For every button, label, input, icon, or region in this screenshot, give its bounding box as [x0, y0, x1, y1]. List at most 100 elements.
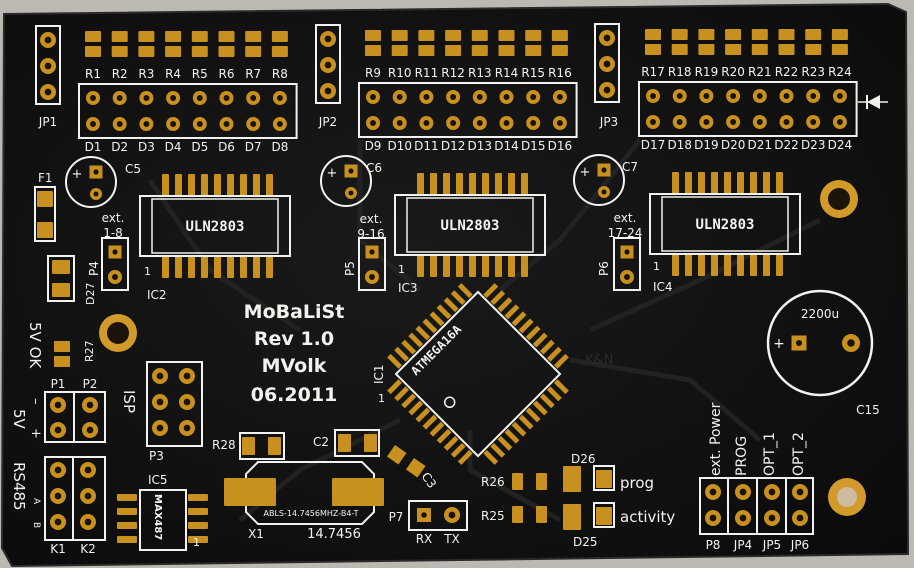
resistor-pad — [111, 46, 128, 57]
chip-pin — [253, 256, 260, 278]
cap-pad — [842, 334, 860, 352]
mcu-pin — [436, 304, 452, 320]
mcu-pin — [539, 393, 555, 409]
label-ic2-pin1: 1 — [144, 265, 151, 278]
mcu-pin — [546, 346, 562, 362]
chip-pin — [175, 174, 182, 196]
mcu-pin — [394, 346, 410, 362]
resistor-pad — [725, 29, 742, 40]
led-label: D3 — [138, 140, 155, 154]
mcu-pin — [457, 450, 473, 465]
cap-plus-mark: + — [327, 166, 338, 181]
resistor-r17: R17 — [641, 29, 665, 79]
resistor-r14: R14 — [495, 30, 519, 80]
label-p2: P2 — [83, 377, 98, 391]
resistor-pad — [271, 46, 288, 57]
mcu-pin — [422, 318, 438, 334]
label-ic2: IC2 — [147, 288, 167, 302]
label-ic3: IC3 — [398, 281, 418, 295]
header-outline — [101, 237, 129, 291]
resistor-r18: R18 — [668, 29, 692, 79]
resistor-pad — [111, 31, 128, 42]
chip-pin — [711, 254, 718, 276]
rs485-chip — [117, 489, 208, 551]
label-a: A — [31, 498, 41, 505]
led-pad — [779, 115, 794, 129]
label-ext-3: ext. — [614, 211, 637, 225]
resistor-pad — [471, 45, 488, 56]
led-label: D15 — [521, 139, 546, 153]
resistor-r5: R5 — [191, 31, 208, 81]
chip-pin — [201, 174, 208, 196]
led-pad — [419, 90, 434, 104]
mcu-pin — [525, 325, 541, 341]
mcu-pin — [450, 442, 466, 458]
led-pad — [52, 260, 70, 274]
label-ext-power: ext. Power — [708, 402, 724, 476]
cap-pad — [345, 187, 357, 199]
label-ic3-pin1: 1 — [398, 263, 405, 276]
resistor-label: R21 — [748, 65, 772, 79]
jumper-pin — [40, 32, 56, 48]
led-pad — [672, 89, 687, 103]
mcu-pin — [539, 339, 555, 355]
led-pad — [246, 91, 261, 105]
chip-pin — [737, 172, 744, 194]
chip-pin — [175, 256, 182, 278]
resistor-label: R7 — [245, 67, 261, 81]
header-pin — [444, 507, 460, 523]
jumper-pin — [320, 57, 336, 73]
led-pad — [219, 91, 234, 105]
resistor-r28 — [239, 432, 285, 460]
led-pad — [166, 91, 181, 105]
chip-pin — [117, 536, 137, 543]
resistor-pad — [671, 29, 688, 40]
label-d26: D26 — [571, 452, 596, 466]
resistor-pad — [645, 44, 661, 55]
resistor-label: R14 — [495, 66, 519, 80]
header-outline — [146, 361, 203, 447]
fuse-f1 — [34, 186, 56, 242]
led-d11: D11 — [414, 90, 439, 153]
led-pad — [596, 470, 612, 488]
resistor-pad — [138, 46, 155, 57]
mcu-pin — [387, 379, 402, 395]
jumper-outline — [594, 23, 620, 103]
label-ic4: IC4 — [653, 280, 673, 294]
label-ic1-pin1: 1 — [378, 392, 385, 405]
mcu-pin — [554, 379, 569, 395]
label-jp2: JP2 — [318, 115, 337, 129]
label-r26: R26 — [481, 475, 505, 489]
chip-pin — [508, 173, 515, 195]
label-p3: P3 — [149, 449, 164, 463]
driver-chip-label: ULN2803 — [440, 218, 499, 234]
led-d4: D4 — [165, 91, 182, 154]
cap-pad — [405, 458, 426, 478]
resistor-label: R12 — [441, 66, 465, 80]
led-row-outline — [78, 83, 298, 139]
jumper-pin — [320, 31, 336, 47]
led-pad — [112, 117, 127, 131]
header-pin — [80, 488, 96, 504]
label-r25: R25 — [481, 509, 505, 523]
resistor-pad — [498, 30, 515, 41]
cap-c3 — [386, 445, 426, 478]
diode-symbol — [858, 95, 888, 109]
resistor-label: R1 — [85, 67, 101, 81]
led-pad — [366, 116, 380, 130]
label-tx: TX — [443, 532, 460, 546]
jumper-pin — [792, 510, 808, 526]
chip-pin — [188, 508, 208, 515]
resistor-pad — [418, 45, 435, 56]
resistor-pad — [751, 29, 768, 40]
chip-pin — [508, 255, 515, 277]
resistor-r21: R21 — [748, 29, 772, 79]
header-pin — [108, 245, 122, 259]
chip-pin — [188, 536, 208, 543]
label-rx: RX — [416, 532, 433, 546]
led-pad — [272, 91, 287, 105]
led-pad — [726, 89, 741, 103]
led-pad — [526, 90, 541, 104]
rs485-header — [44, 456, 106, 541]
led-d7: D7 — [245, 91, 262, 154]
